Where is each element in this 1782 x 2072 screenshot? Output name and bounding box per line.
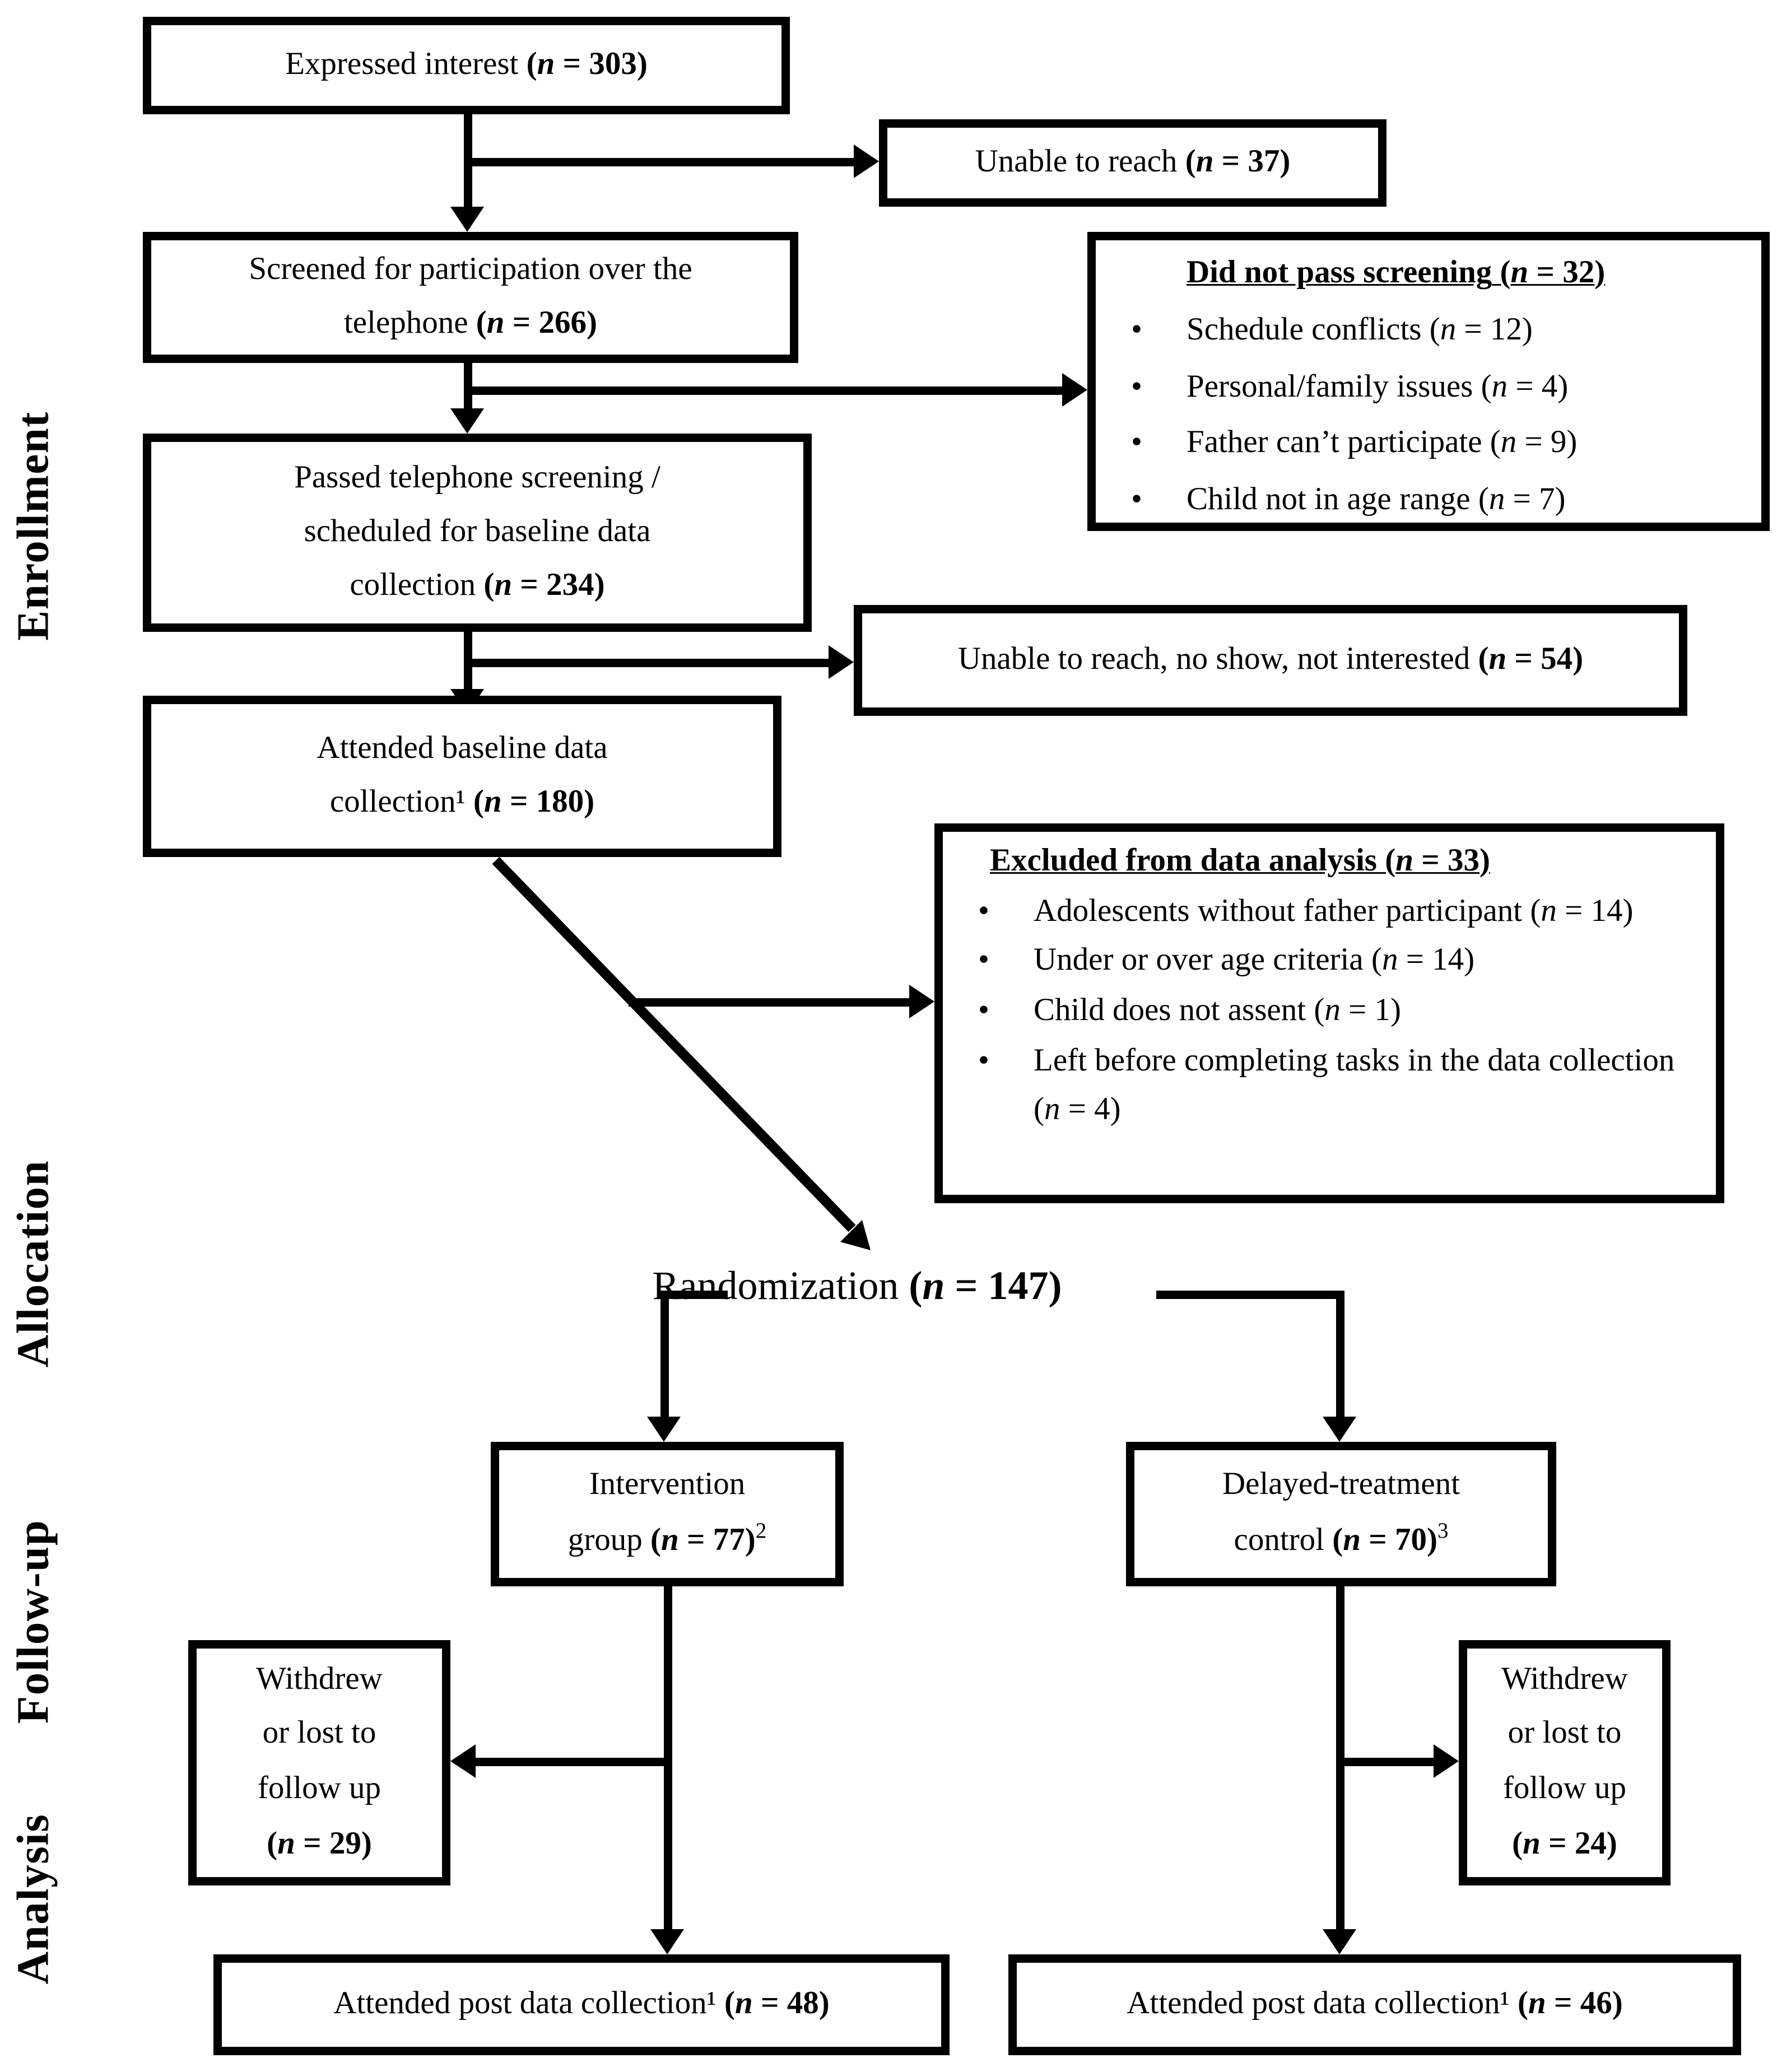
box-withdrew-right: Withdrew or lost to follow up (n = 24) xyxy=(1459,1640,1671,1885)
bullet-father-cant-participate: Father can’t participate (n = 9) xyxy=(1109,416,1748,472)
box-post-collection-right: Attended post data collection¹ (n = 46) xyxy=(1008,1954,1741,2055)
bullet-child-age-range: Child not in age range (n = 7) xyxy=(1109,473,1748,529)
box-did-not-pass-screening: Did not pass screening (n = 32) Schedule… xyxy=(1087,232,1770,531)
arrow-branch-unable-noshow xyxy=(467,659,830,667)
arrow-branch-did-not-pass xyxy=(467,387,1066,395)
box-post-collection-left: Attended post data collection¹ (n = 48) xyxy=(213,1954,950,2055)
box-passed-screening: Passed telephone screening / scheduled f… xyxy=(143,434,812,632)
arrowhead-left-icon xyxy=(450,1744,476,1778)
bullet-no-father-participant: Adolescents without father participant (… xyxy=(956,887,1702,937)
bullet-personal-family: Personal/family issues (n = 4) xyxy=(1109,359,1748,416)
stage-label-followup: Follow-up xyxy=(7,1519,58,1724)
arrowhead-down-icon xyxy=(450,207,484,232)
box-delayed-control: Delayed-treatment control (n = 70)3 xyxy=(1126,1442,1556,1586)
arrow-branch-excluded xyxy=(629,998,914,1007)
bullet-age-criteria: Under or over age criteria (n = 14) xyxy=(956,937,1702,986)
arrowhead-down-icon xyxy=(450,408,484,434)
arrowhead-down-icon xyxy=(1323,1929,1356,1954)
box-screened-telephone: Screened for participation over the tele… xyxy=(143,232,798,363)
arrowhead-right-icon xyxy=(909,985,934,1018)
bracket-left-horizontal xyxy=(660,1291,728,1299)
box-unable-to-reach: Unable to reach (n = 37) xyxy=(879,119,1386,207)
arrow-branch-withdrew-left xyxy=(476,1758,669,1766)
bullet-child-no-assent: Child does not assent (n = 1) xyxy=(956,986,1702,1036)
box-withdrew-left: Withdrew or lost to follow up (n = 29) xyxy=(188,1640,450,1885)
arrowhead-down-icon xyxy=(650,1929,684,1954)
box-excluded-analysis: Excluded from data analysis (n = 33) Ado… xyxy=(934,823,1724,1203)
arrow-delayed-to-post xyxy=(1336,1586,1344,1934)
arrowhead-right-icon xyxy=(854,145,879,178)
arrowhead-down-icon xyxy=(1323,1417,1356,1442)
arrowhead-right-icon xyxy=(829,645,854,679)
arrow-branch-withdrew-right xyxy=(1341,1758,1435,1766)
bullet-schedule-conflicts: Schedule conflicts (n = 12) xyxy=(1109,302,1748,358)
randomization-label: Randomization (n = 147) xyxy=(652,1265,1062,1309)
box-expressed-interest: Expressed interest (n = 303) xyxy=(143,17,790,114)
stage-label-analysis: Analysis xyxy=(7,1813,58,1985)
arrowhead-right-icon xyxy=(1434,1744,1459,1778)
stage-label-enrollment: Enrollment xyxy=(7,411,58,641)
arrowhead-right-icon xyxy=(1062,373,1087,407)
bracket-right-horizontal xyxy=(1156,1291,1344,1299)
stage-label-allocation: Allocation xyxy=(7,1160,58,1368)
arrow-randomization-to-intervention xyxy=(660,1291,669,1420)
bullet-left-before-completing: Left before completing tasks in the data… xyxy=(956,1036,1702,1136)
box-intervention-group: Intervention group (n = 77)2 xyxy=(491,1442,844,1586)
box-unable-noshow: Unable to reach, no show, not interested… xyxy=(854,605,1687,716)
box-attended-baseline: Attended baseline data collection¹ (n = … xyxy=(143,696,781,857)
arrowhead-down-icon xyxy=(647,1417,681,1442)
arrow-randomization-to-delayed xyxy=(1336,1291,1344,1420)
arrow-branch-unable-reach xyxy=(467,158,857,166)
